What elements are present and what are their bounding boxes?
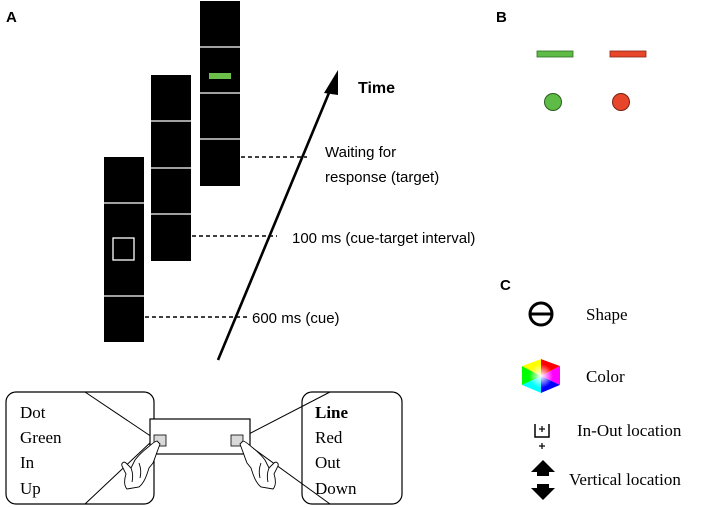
cue-square xyxy=(112,237,135,261)
panel-label-b: B xyxy=(496,9,507,26)
green-dot-stimulus xyxy=(544,93,562,111)
response-setup: Dot Green In Up Line Red Out Down xyxy=(5,391,403,505)
up-down-arrow-icon xyxy=(531,460,555,500)
dimension-label-in-out: In-Out location xyxy=(577,421,682,440)
panel-label-c: C xyxy=(500,277,511,294)
left-key-word: Green xyxy=(20,428,62,447)
left-hand-icon xyxy=(121,440,161,490)
circle-slash-icon xyxy=(528,301,554,327)
right-keys-callout xyxy=(301,391,403,505)
right-key-word: Down xyxy=(315,479,357,498)
event-label-interval: 100 ms (cue-target interval) xyxy=(292,230,475,247)
left-key xyxy=(153,434,167,447)
red-line-stimulus xyxy=(609,50,647,58)
screen-cue xyxy=(104,157,144,342)
event-label-cue: 600 ms (cue) xyxy=(252,310,340,327)
dimension-label-vertical: Vertical location xyxy=(569,470,681,489)
dimension-label-shape: Shape xyxy=(586,305,628,324)
stimulus-examples xyxy=(536,50,647,111)
time-label: Time xyxy=(358,80,395,97)
green-line-target xyxy=(209,73,231,79)
right-hand-icon xyxy=(239,440,279,490)
screen-interval xyxy=(151,75,191,261)
in-out-icon xyxy=(534,424,550,449)
right-key-word: Out xyxy=(315,453,341,472)
event-label-target-line1: Waiting for xyxy=(325,144,396,161)
color-hexagon-icon xyxy=(522,359,560,393)
time-arrow xyxy=(216,87,333,361)
dimension-label-color: Color xyxy=(586,367,625,386)
right-key-word: Red xyxy=(315,428,343,447)
right-key xyxy=(230,434,244,447)
left-key-word: In xyxy=(20,453,35,472)
left-key-word: Up xyxy=(20,479,41,498)
green-line-stimulus xyxy=(536,50,574,58)
red-dot-stimulus xyxy=(612,93,630,111)
event-label-target-line2: response (target) xyxy=(325,169,439,186)
right-key-word: Line xyxy=(315,403,349,422)
screen-target xyxy=(200,1,240,186)
left-key-word: Dot xyxy=(20,403,46,422)
time-arrowhead xyxy=(324,70,338,95)
panel-label-a: A xyxy=(6,9,17,26)
